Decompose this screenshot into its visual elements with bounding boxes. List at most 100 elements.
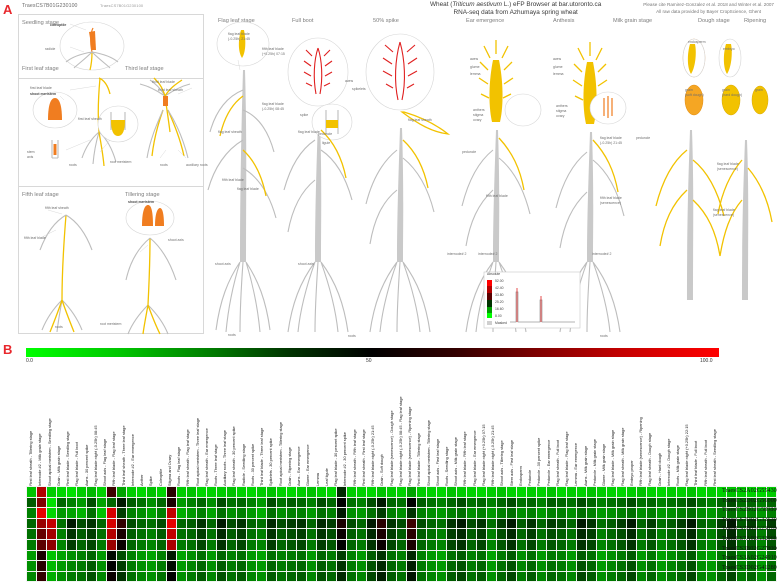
heatmap-cell[interactable]	[676, 528, 687, 540]
heatmap-cell[interactable]	[306, 560, 317, 572]
heatmap-cell[interactable]	[36, 538, 47, 551]
heatmap-cell[interactable]	[546, 507, 557, 519]
heatmap-cell[interactable]	[116, 538, 127, 551]
heatmap-cell[interactable]	[116, 570, 127, 583]
heatmap-cell[interactable]	[156, 549, 167, 562]
heatmap-cell[interactable]	[226, 496, 237, 509]
heatmap-cell[interactable]	[76, 517, 87, 530]
heatmap-cell[interactable]	[576, 507, 587, 519]
heatmap-cell[interactable]	[626, 507, 637, 519]
heatmap-cell[interactable]	[116, 560, 127, 572]
heatmap-cell[interactable]	[316, 507, 327, 519]
heatmap-cell[interactable]	[66, 560, 77, 572]
heatmap-cell[interactable]	[546, 570, 557, 583]
heatmap-cell[interactable]	[266, 570, 277, 583]
heatmap-cell[interactable]	[506, 517, 517, 530]
heatmap-cell[interactable]	[486, 560, 497, 572]
heatmap-cell[interactable]	[676, 486, 687, 498]
heatmap-cell[interactable]	[206, 528, 217, 540]
heatmap-cell[interactable]	[426, 549, 437, 562]
heatmap-cell[interactable]	[176, 496, 187, 509]
heatmap-cell[interactable]	[606, 538, 617, 551]
heatmap-cell[interactable]	[416, 570, 427, 583]
heatmap-cell[interactable]	[46, 570, 57, 583]
heatmap-cell[interactable]	[716, 570, 727, 583]
heatmap-cell[interactable]	[296, 538, 307, 551]
heatmap-cell[interactable]	[96, 486, 107, 498]
heatmap-cell[interactable]	[136, 570, 147, 583]
heatmap-cell[interactable]	[646, 560, 657, 572]
heatmap-cell[interactable]	[386, 496, 397, 509]
heatmap-cell[interactable]	[486, 496, 497, 509]
heatmap-cell[interactable]	[126, 538, 137, 551]
heatmap-cell[interactable]	[216, 538, 227, 551]
heatmap-cell[interactable]	[36, 560, 47, 572]
heatmap-cell[interactable]	[186, 486, 197, 498]
heatmap-cell[interactable]	[676, 570, 687, 583]
heatmap-cell[interactable]	[526, 486, 537, 498]
heatmap-cell[interactable]	[46, 517, 57, 530]
heatmap-cell[interactable]	[576, 538, 587, 551]
heatmap-cell[interactable]	[616, 486, 627, 498]
heatmap-cell[interactable]	[616, 570, 627, 583]
heatmap-cell[interactable]	[296, 570, 307, 583]
heatmap-cell[interactable]	[426, 570, 437, 583]
heatmap-cell[interactable]	[736, 570, 747, 583]
heatmap-cell[interactable]	[506, 528, 517, 540]
heatmap-cell[interactable]	[286, 538, 297, 551]
heatmap-cell[interactable]	[386, 528, 397, 540]
heatmap-cell[interactable]	[106, 486, 117, 498]
heatmap-cell[interactable]	[196, 538, 207, 551]
heatmap-cell[interactable]	[546, 496, 557, 509]
heatmap-cell[interactable]	[666, 486, 677, 498]
heatmap-cell[interactable]	[166, 486, 177, 498]
heatmap-cell[interactable]	[706, 560, 717, 572]
heatmap-cell[interactable]	[516, 560, 527, 572]
heatmap-cell[interactable]	[516, 570, 527, 583]
heatmap-cell[interactable]	[396, 496, 407, 509]
heatmap-cell[interactable]	[516, 496, 527, 509]
heatmap-cell[interactable]	[406, 486, 417, 498]
heatmap-cell[interactable]	[226, 549, 237, 562]
heatmap-cell[interactable]	[116, 517, 127, 530]
heatmap-cell[interactable]	[196, 549, 207, 562]
heatmap-cell[interactable]	[606, 496, 617, 509]
heatmap-cell[interactable]	[456, 486, 467, 498]
heatmap-cell[interactable]	[316, 570, 327, 583]
heatmap-cell[interactable]	[56, 517, 67, 530]
heatmap-cell[interactable]	[336, 507, 347, 519]
heatmap-cell[interactable]	[336, 549, 347, 562]
heatmap-cell[interactable]	[386, 517, 397, 530]
heatmap-cell[interactable]	[176, 486, 187, 498]
heatmap-cell[interactable]	[646, 570, 657, 583]
heatmap-cell[interactable]	[176, 517, 187, 530]
heatmap-cell[interactable]	[496, 517, 507, 530]
heatmap-cell[interactable]	[626, 570, 637, 583]
heatmap-cell[interactable]	[666, 538, 677, 551]
heatmap-cell[interactable]	[466, 570, 477, 583]
heatmap-cell[interactable]	[86, 517, 97, 530]
heatmap-cell[interactable]	[616, 517, 627, 530]
heatmap-cell[interactable]	[656, 496, 667, 509]
heatmap-cell[interactable]	[76, 486, 87, 498]
heatmap-cell[interactable]	[36, 496, 47, 509]
heatmap-cell[interactable]	[136, 496, 147, 509]
heatmap-cell[interactable]	[476, 496, 487, 509]
heatmap-cell[interactable]	[706, 538, 717, 551]
heatmap-cell[interactable]	[426, 507, 437, 519]
heatmap-cell[interactable]	[236, 570, 247, 583]
heatmap-cell[interactable]	[426, 528, 437, 540]
heatmap-cell[interactable]	[286, 528, 297, 540]
heatmap-cell[interactable]	[556, 507, 567, 519]
heatmap-cell[interactable]	[86, 486, 97, 498]
heatmap-cell[interactable]	[586, 549, 597, 562]
heatmap-cell[interactable]	[316, 560, 327, 572]
heatmap-cell[interactable]	[586, 538, 597, 551]
heatmap-cell[interactable]	[396, 560, 407, 572]
heatmap-cell[interactable]	[286, 486, 297, 498]
heatmap-cell[interactable]	[236, 517, 247, 530]
heatmap-cell[interactable]	[66, 538, 77, 551]
heatmap-cell[interactable]	[676, 560, 687, 572]
heatmap-cell[interactable]	[766, 570, 777, 583]
heatmap-cell[interactable]	[556, 496, 567, 509]
